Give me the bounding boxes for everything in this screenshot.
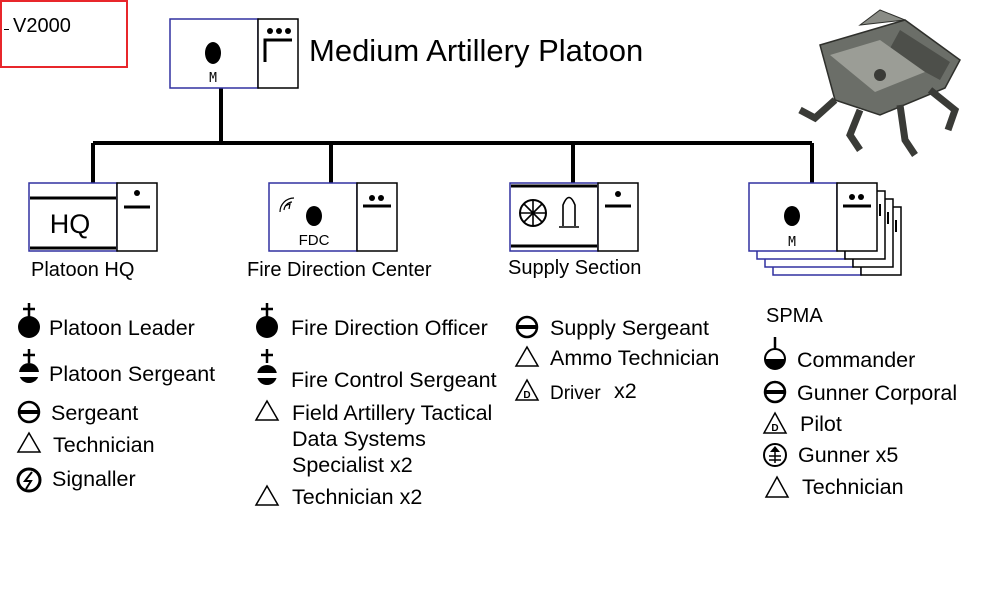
role-fatds-line3: Specialist x2 xyxy=(292,453,413,477)
role-commander: Commander xyxy=(797,348,916,372)
role-fatds-line2: Data Systems xyxy=(292,427,426,451)
role-fire-direction-officer: Fire Direction Officer xyxy=(291,316,488,340)
role-fatds-line1: Field Artillery Tactical xyxy=(292,401,493,425)
role-fire-control-sergeant: Fire Control Sergeant xyxy=(291,368,497,392)
triangle-icon xyxy=(764,475,790,498)
role-pilot: Pilot xyxy=(800,412,842,436)
role-platoon-sergeant: Platoon Sergeant xyxy=(49,362,216,386)
version-tick xyxy=(4,29,9,30)
unit-label-fdc: Fire Direction Center xyxy=(247,259,432,281)
circle-with-cross-and-bar-icon xyxy=(19,349,39,383)
unit-label-supply-section: Supply Section xyxy=(508,257,642,279)
role-sergeant: Sergeant xyxy=(51,401,139,425)
fdc-symbol: FDC xyxy=(268,182,398,252)
platoon-hq-symbol: HQ xyxy=(28,182,158,252)
spma-symbol-letter: M xyxy=(788,235,796,250)
platoon-symbol: M xyxy=(169,18,299,89)
unit-label-platoon-hq: Platoon HQ xyxy=(31,259,135,281)
unit-label-spma: SPMA xyxy=(766,305,823,327)
spma-symbol: M xyxy=(748,182,902,276)
role-driver-count: x2 xyxy=(614,379,637,403)
circle-with-bar-icon xyxy=(515,315,539,339)
role-signaller: Signaller xyxy=(52,467,136,491)
pilot-badge-letter: D xyxy=(771,423,778,434)
role-supply-sergeant: Supply Sergeant xyxy=(550,316,709,340)
version-stamp xyxy=(0,0,128,68)
role-technician: Technician xyxy=(53,433,155,457)
platoon-hq-symbol-text: HQ xyxy=(50,209,91,239)
role-driver: Driver xyxy=(550,383,601,404)
platoon-symbol-letter: M xyxy=(209,71,217,86)
diagram-title: Medium Artillery Platoon xyxy=(309,33,644,68)
triangle-icon xyxy=(254,484,280,506)
supply-section-symbol xyxy=(509,182,639,252)
triangle-with-d-icon: D xyxy=(762,411,788,434)
filled-circle-with-cross-icon xyxy=(18,303,40,338)
version-label: V2000 xyxy=(13,15,71,37)
role-gunner-x5: Gunner x5 xyxy=(798,443,899,467)
circle-with-bar-icon xyxy=(17,400,41,424)
triangle-with-d-icon: D xyxy=(514,378,540,401)
circle-with-lines-icon xyxy=(763,443,787,467)
spma-vehicle-image xyxy=(798,9,961,157)
triangle-icon xyxy=(514,345,540,367)
half-filled-circle-stem-icon xyxy=(764,337,786,370)
role-spma-technician: Technician xyxy=(802,475,904,499)
role-fdc-technician: Technician x2 xyxy=(292,485,423,509)
circle-with-bar-icon xyxy=(763,380,787,404)
org-connectors xyxy=(91,88,814,185)
triangle-icon xyxy=(16,431,42,453)
lightning-circle-icon xyxy=(16,467,42,493)
triangle-icon xyxy=(254,399,280,421)
driver-badge-letter: D xyxy=(523,390,530,401)
role-ammo-technician: Ammo Technician xyxy=(550,346,720,370)
role-gunner-corporal: Gunner Corporal xyxy=(797,381,958,405)
fdc-symbol-text: FDC xyxy=(299,232,330,249)
filled-circle-with-cross-icon xyxy=(256,303,278,338)
circle-with-cross-and-bar-icon xyxy=(257,349,277,385)
role-platoon-leader: Platoon Leader xyxy=(49,316,195,340)
